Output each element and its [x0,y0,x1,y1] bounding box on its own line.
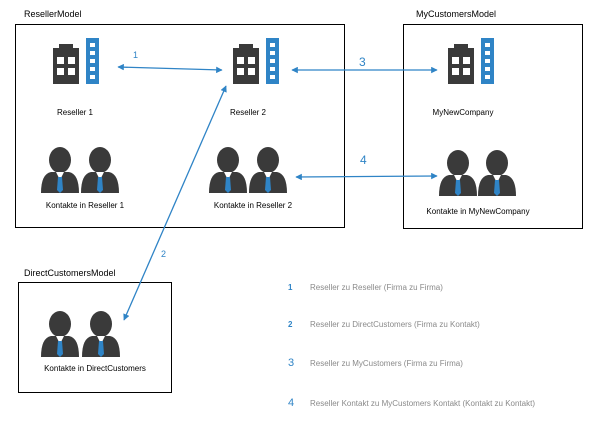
mycustomers-model-box [403,24,583,229]
connection-1-arrow [117,63,223,74]
directcustomers-people-icon [41,311,120,357]
kontakte-mnc-label: Kontakte in MyNewCompany [426,207,530,216]
mynewcompany-building-icon [448,38,494,84]
legend-text: Reseller zu MyCustomers (Firma zu Firma) [310,359,463,368]
mynewcompany-people-icon [439,150,516,196]
connection-3-number: 3 [359,55,366,69]
kontakte-r2-label: Kontakte in Reseller 2 [213,201,293,210]
legend-number: 3 [288,357,295,369]
reseller1-building-icon [53,38,99,84]
directcustomers-model-title: DirectCustomersModel [24,268,116,278]
legend-number: 4 [288,397,295,409]
connection-2-arrow [123,85,227,321]
reseller1-label: Reseller 1 [56,108,93,117]
reseller1-people-icon [41,147,119,193]
reseller2-people-icon [209,147,287,193]
reseller-model-title: ResellerModel [24,9,82,19]
mycustomers-model-title: MyCustomersModel [416,9,497,19]
legend-text: Reseller zu Reseller (Firma zu Firma) [310,283,443,292]
kontakte-dc-label: Kontakte in DirectCustomers [44,364,146,373]
reseller2-label: Reseller 2 [229,108,266,117]
connection-4-arrow [295,172,438,181]
connection-1-number: 1 [133,50,139,60]
directcustomers-model-box [18,282,172,393]
legend-number: 2 [288,320,293,329]
legend-text: Reseller Kontakt zu MyCustomers Kontakt … [310,399,535,408]
kontakte-r1-label: Kontakte in Reseller 1 [45,201,125,210]
mynewcompany-label: MyNewCompany [432,108,494,117]
legend-number: 1 [288,283,293,292]
reseller2-building-icon [233,38,279,84]
legend-text: Reseller zu DirectCustomers (Firma zu Ko… [310,320,480,329]
connection-2-number: 2 [161,249,167,259]
connection-4-number: 4 [360,153,367,167]
